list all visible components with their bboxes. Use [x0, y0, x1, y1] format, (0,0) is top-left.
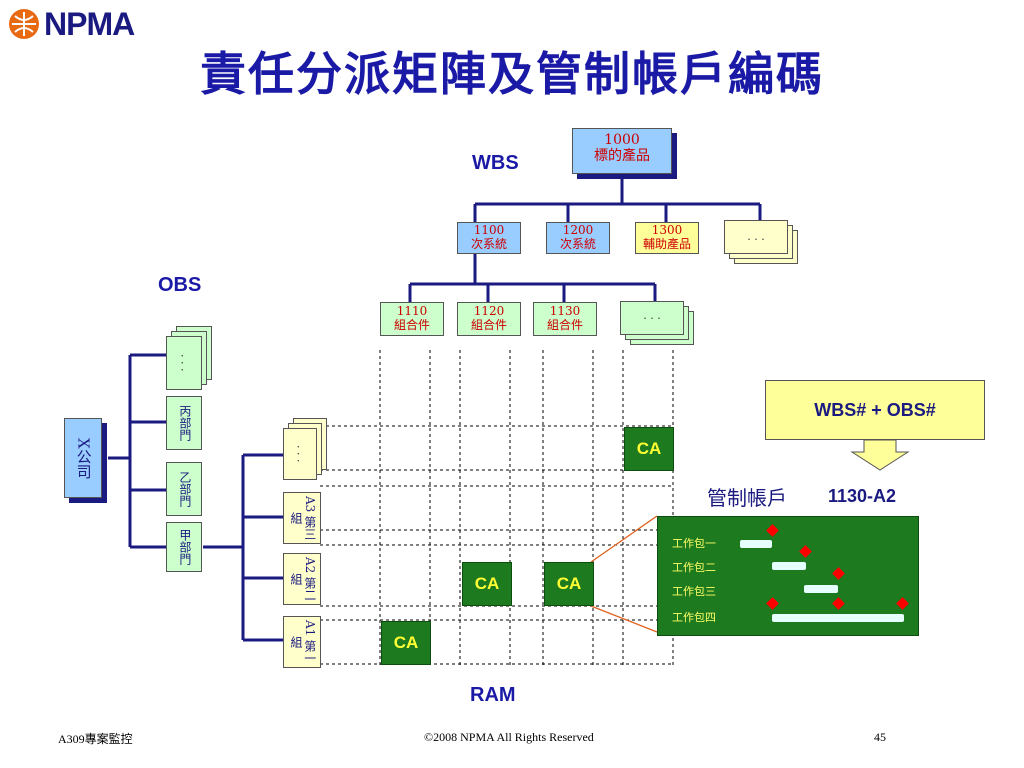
wbs-node-code: 1300: [651, 223, 683, 237]
npma-logo: NPMA: [6, 4, 146, 44]
milestone-icon: [832, 597, 845, 610]
wbs-node-code: 1130: [549, 304, 581, 318]
wbs-node-ellipsis: . . .: [620, 301, 684, 335]
wbs-node-name: 組合件: [393, 317, 430, 332]
wbs-node-1300: 1300 輔助產品: [635, 222, 699, 254]
obs-label: OBS: [158, 274, 202, 296]
wbs-node-1200: 1200 次系統: [546, 222, 610, 254]
control-account-code: 1130-A2: [828, 486, 897, 506]
wbs-node-1120: 1120 組合件: [457, 302, 521, 336]
wbs-node-name: 組合件: [470, 317, 507, 332]
obs-group-a3: A3 第三組: [283, 492, 321, 544]
footer-course: A309專案監控: [58, 732, 133, 746]
work-package-panel: 工作包一 工作包二 工作包三 工作包四: [657, 516, 919, 636]
wbs-root-code: 1000: [604, 132, 640, 148]
wbs-root-node: 1000 標的產品: [572, 128, 672, 174]
milestone-icon: [766, 597, 779, 610]
obs-dept-ellipsis: . . .: [166, 336, 202, 390]
logo-text: NPMA: [44, 6, 135, 42]
obs-group-a1: A1 第一組: [283, 616, 321, 668]
obs-dept-bing: 丙部門: [166, 396, 202, 450]
gantt-bar: [740, 540, 772, 548]
obs-group-a2: A2 第二組: [283, 553, 321, 605]
wbs-node-code: 1200: [562, 223, 594, 237]
milestone-icon: [799, 545, 812, 558]
obs-dept-jia: 甲部門: [166, 522, 202, 572]
milestone-icon: [832, 567, 845, 580]
milestone-icon: [896, 597, 909, 610]
obs-root-node: X公司: [64, 418, 102, 498]
obs-dept-yi: 乙部門: [166, 462, 202, 516]
wbs-node-code: 1110: [396, 304, 428, 318]
work-package-label: 工作包三: [672, 585, 716, 598]
gantt-bar: [804, 585, 838, 593]
formula-text: WBS# + OBS#: [814, 399, 936, 420]
down-arrow-icon: [850, 440, 910, 471]
work-package-label: 工作包一: [672, 537, 716, 550]
gantt-bar: [772, 614, 904, 622]
wbs-node-1110: 1110 組合件: [380, 302, 444, 336]
slide-title: 責任分派矩陣及管制帳戶編碼: [200, 47, 824, 101]
wbs-label: WBS: [472, 152, 519, 174]
wbs-node-name: 組合件: [546, 317, 583, 332]
ram-cell-ca-highlight: CA: [544, 562, 594, 606]
wbs-node-1100: 1100 次系統: [457, 222, 521, 254]
ram-cell-ca: CA: [624, 427, 674, 471]
wbs-node-name: 次系統: [559, 236, 596, 251]
wbs-node-name: 輔助產品: [642, 236, 691, 251]
ram-label: RAM: [470, 684, 516, 706]
wbs-node-ellipsis: . . .: [724, 220, 788, 254]
control-account-label: 管制帳戶: [707, 486, 787, 510]
milestone-icon: [766, 524, 779, 537]
footer-copyright: ©2008 NPMA All Rights Reserved: [424, 730, 594, 744]
wbs-root-name: 標的產品: [594, 148, 650, 165]
gantt-bar: [772, 562, 806, 570]
work-package-label: 工作包四: [672, 611, 716, 624]
wbs-node-name: 次系統: [470, 236, 507, 251]
obs-group-ellipsis: . . .: [283, 428, 317, 480]
ram-cell-ca: CA: [462, 562, 512, 606]
wbs-node-code: 1100: [473, 223, 505, 237]
ram-cell-ca: CA: [381, 621, 431, 665]
wbs-node-1130: 1130 組合件: [533, 302, 597, 336]
page-number: 45: [874, 730, 886, 744]
formula-box: WBS# + OBS#: [765, 380, 985, 440]
work-package-label: 工作包二: [672, 561, 716, 574]
wbs-node-code: 1120: [473, 304, 505, 318]
